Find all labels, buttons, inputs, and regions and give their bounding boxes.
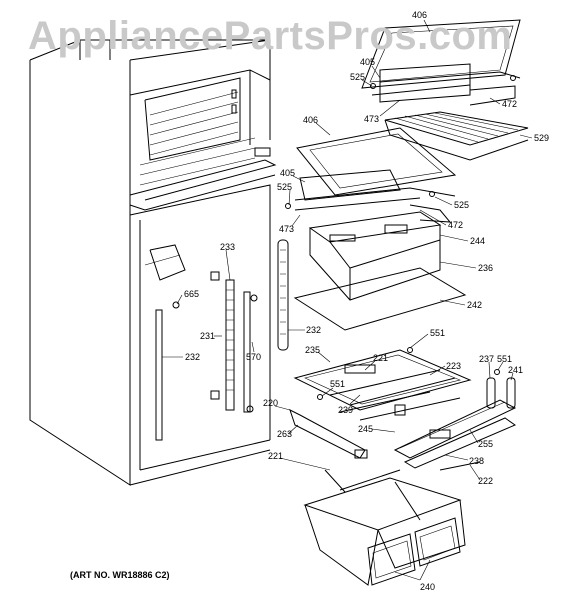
callout-263: 263	[277, 429, 292, 439]
callout-220: 220	[263, 398, 278, 408]
callout-245: 245	[358, 424, 373, 434]
callout-525-top: 525	[350, 72, 365, 82]
callout-231: 231	[200, 331, 215, 341]
watermark-logo: AppliancePartsPros.com	[28, 14, 513, 58]
drawer-slides	[393, 399, 517, 471]
callout-525-middle-right: 525	[454, 200, 469, 210]
pan-drawers	[303, 469, 466, 586]
callout-525-middle-left: 525	[277, 182, 292, 192]
callout-570: 570	[246, 352, 261, 362]
callout-233: 233	[220, 242, 235, 252]
callout-406-top: 406	[412, 10, 427, 20]
callout-405-top: 405	[360, 57, 375, 67]
callout-221-upper: 221	[373, 353, 388, 363]
glass-panel	[293, 267, 467, 331]
callout-472-middle: 472	[448, 220, 463, 230]
callout-551-upper: 551	[430, 328, 445, 338]
callout-236: 236	[478, 263, 493, 273]
refrigerator-cabinet	[29, 39, 277, 486]
callout-222: 222	[478, 476, 493, 486]
callout-235: 235	[305, 345, 320, 355]
callout-239: 239	[338, 405, 353, 415]
callout-labels: 406 405 525 472 473 529 406 405 525 525 …	[184, 10, 549, 592]
art-number-label: (ART NO. WR18886 C2)	[70, 570, 170, 580]
crisper-drawer	[308, 211, 442, 301]
callout-473-top: 473	[364, 114, 379, 124]
callout-232-right: 232	[306, 325, 321, 335]
callout-473-middle: 473	[279, 224, 294, 234]
leader-lines	[162, 19, 533, 581]
callout-529: 529	[534, 133, 549, 143]
front-panel	[289, 409, 368, 459]
callout-551-right: 551	[497, 354, 512, 364]
callout-551-lower: 551	[330, 379, 345, 389]
callout-406-middle: 406	[303, 115, 318, 125]
shelf-ladders	[172, 239, 289, 413]
callout-244: 244	[470, 236, 485, 246]
callout-472-top: 472	[502, 99, 517, 109]
callout-240: 240	[420, 582, 435, 592]
callout-665: 665	[184, 289, 199, 299]
callout-223: 223	[446, 361, 461, 371]
callout-238: 238	[469, 456, 484, 466]
wire-shelf	[384, 111, 529, 161]
upper-shelf-assembly	[361, 19, 521, 106]
callout-221-lower: 221	[268, 451, 283, 461]
callout-237: 237	[479, 354, 494, 364]
callout-242: 242	[467, 300, 482, 310]
callout-405-middle: 405	[280, 168, 295, 178]
lower-frame	[293, 347, 516, 421]
callout-232-left: 232	[185, 352, 200, 362]
middle-shelf-assembly	[285, 127, 457, 223]
callout-241: 241	[508, 365, 523, 375]
callout-255: 255	[478, 439, 493, 449]
